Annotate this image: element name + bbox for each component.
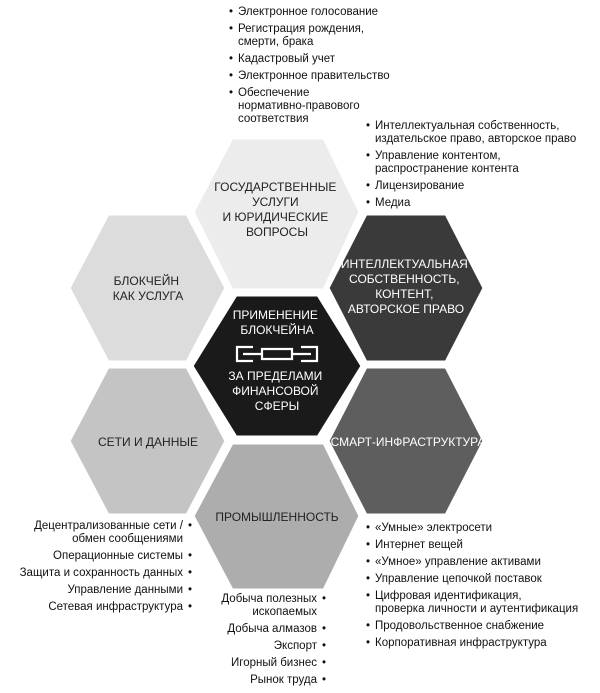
list-item: «Умные» электросети xyxy=(366,522,598,535)
hex-baas-label: БЛОКЧЕЙН КАК УСЛУГА xyxy=(113,273,183,303)
hex-industry xyxy=(193,443,360,590)
list-item: Интернет вещей xyxy=(366,539,598,552)
list-item: Управление контентом,распространение кон… xyxy=(366,150,598,176)
list-item: Операционные системы xyxy=(2,550,192,563)
chain-link-icon xyxy=(235,345,319,363)
list-item: Игорный бизнес xyxy=(200,657,326,670)
gov-list: Электронное голосование Регистрация рожд… xyxy=(229,6,409,130)
hex-center xyxy=(192,295,362,437)
hex-smart-label: СМАРТ-ИНФРАСТРУКТУРА xyxy=(331,435,486,449)
list-item: Электронное правительство xyxy=(229,70,409,83)
list-item: Кадастровый учет xyxy=(229,53,409,66)
hex-networks xyxy=(69,367,226,515)
list-item: Интеллектуальная собственность,издательс… xyxy=(366,120,598,146)
list-item: Экспорт xyxy=(200,640,326,653)
smart-list: «Умные» электросети Интернет вещей «Умно… xyxy=(366,522,598,654)
list-item: Лицензирование xyxy=(366,180,598,193)
list-item: «Умное» управление активами xyxy=(366,556,598,569)
ip-list: Интеллектуальная собственность,издательс… xyxy=(366,120,598,214)
list-item: Обеспечениенормативно-правовогосоответст… xyxy=(229,87,409,126)
list-item: Медиа xyxy=(366,197,598,210)
list-item: Цифровая идентификация,проверка личности… xyxy=(366,590,598,616)
networks-list: Децентрализованные сети /обмен сообщения… xyxy=(2,520,192,618)
hex-gov-label: ГОСУДАРСТВЕННЫЕ УСЛУГИ И ЮРИДИЧЕСКИЕ ВОП… xyxy=(214,180,339,239)
hex-smart xyxy=(328,367,484,515)
hex-industry-label: ПРОМЫШЛЕННОСТЬ xyxy=(215,510,338,524)
hex-baas xyxy=(69,214,226,362)
list-item: Продовольственное снабжение xyxy=(366,620,598,633)
list-item: Рынок труда xyxy=(200,674,326,687)
list-item: Электронное голосование xyxy=(229,6,409,19)
list-item: Защита и сохранность данных xyxy=(2,567,192,580)
hex-gov xyxy=(193,138,360,290)
center-title-top: ПРИМЕНЕНИЕ БЛОКЧЕЙНА xyxy=(233,308,322,337)
center-title-bottom: ЗА ПРЕДЕЛАМИ ФИНАНСОВОЙ СФЕРЫ xyxy=(228,369,325,413)
list-item: Регистрация рождения,смерти, брака xyxy=(229,23,409,49)
list-item: Управление данными xyxy=(2,584,192,597)
list-item: Децентрализованные сети /обмен сообщения… xyxy=(2,520,192,546)
hex-networks-label: СЕТИ И ДАННЫЕ xyxy=(98,435,198,449)
list-item: Сетевая инфраструктура xyxy=(2,601,192,614)
hex-ip xyxy=(328,214,484,362)
hex-ip-label: ИНТЕЛЛЕКТУАЛЬНАЯ СОБСТВЕННОСТЬ, КОНТЕНТ,… xyxy=(341,257,471,316)
list-item: Управление цепочкой поставок xyxy=(366,573,598,586)
list-item: Корпоративная инфраструктура xyxy=(366,637,598,650)
list-item: Добыча алмазов xyxy=(200,623,326,636)
